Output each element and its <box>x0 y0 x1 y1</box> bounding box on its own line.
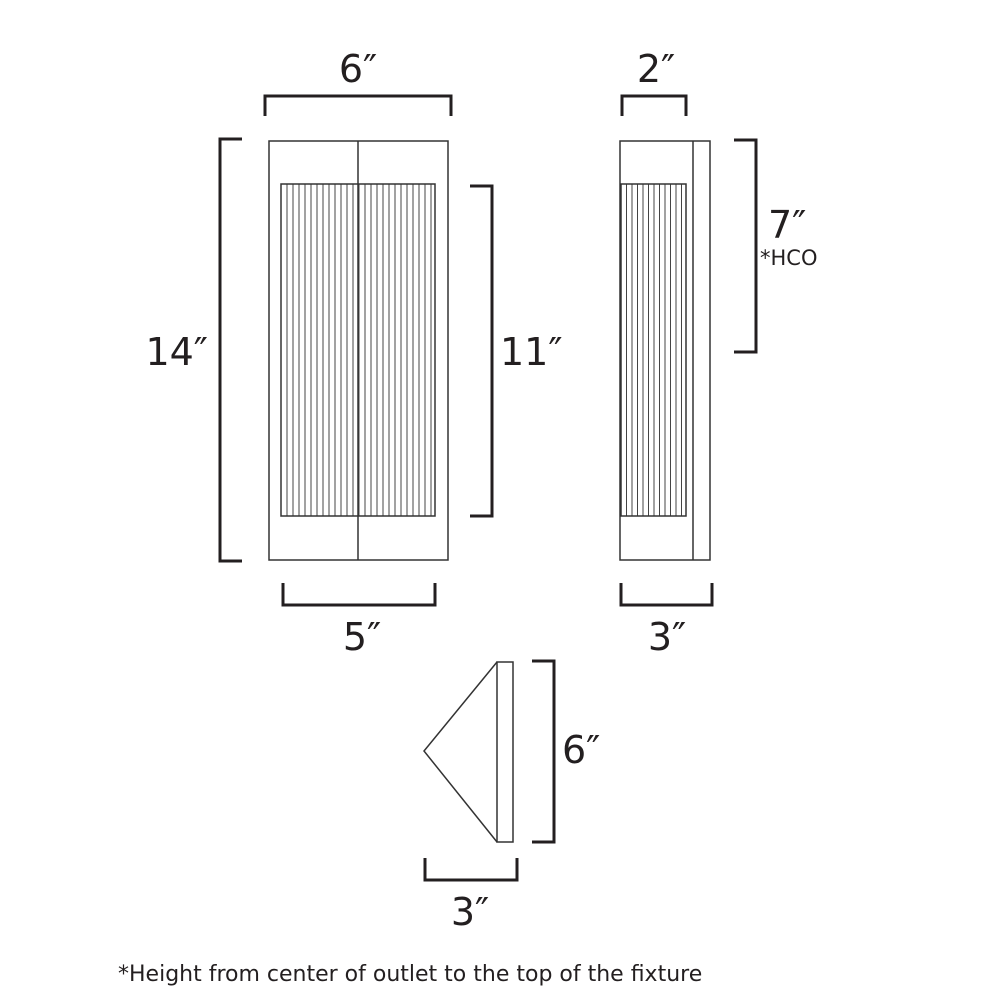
top-depth-bracket <box>423 858 519 882</box>
depth-label: 2″ <box>637 47 675 91</box>
top-backplate <box>496 661 514 843</box>
top-height-bracket <box>532 659 556 844</box>
width-bracket <box>263 94 453 116</box>
height-label: 14″ <box>145 330 208 374</box>
base-depth-label: 3″ <box>648 615 686 659</box>
top-triangle <box>423 661 498 843</box>
side-outline <box>619 140 711 561</box>
side-shade <box>620 183 687 517</box>
width-label: 6″ <box>339 47 377 91</box>
hco-bracket <box>734 138 758 354</box>
front-fluting <box>286 184 432 516</box>
hco-note: *HCO <box>760 246 817 270</box>
depth-bracket <box>620 94 688 116</box>
top-depth-label: 3″ <box>451 890 489 934</box>
shade-height-bracket <box>470 184 494 518</box>
shade-height-label: 11″ <box>500 330 563 374</box>
front-view: 6″ 14″ 11″ 5″ <box>145 47 562 659</box>
base-width-bracket <box>281 583 437 607</box>
side-view: 2″ 7″ *HCO 3″ <box>619 47 817 659</box>
hco-label: 7″ <box>768 203 806 247</box>
side-fluting <box>626 184 682 516</box>
footnote: *Height from center of outlet to the top… <box>118 962 703 987</box>
height-bracket <box>218 137 242 563</box>
top-view: 6″ 3″ <box>423 659 600 934</box>
base-width-label: 5″ <box>343 615 381 659</box>
base-depth-bracket <box>619 583 714 607</box>
top-height-label: 6″ <box>562 728 600 772</box>
